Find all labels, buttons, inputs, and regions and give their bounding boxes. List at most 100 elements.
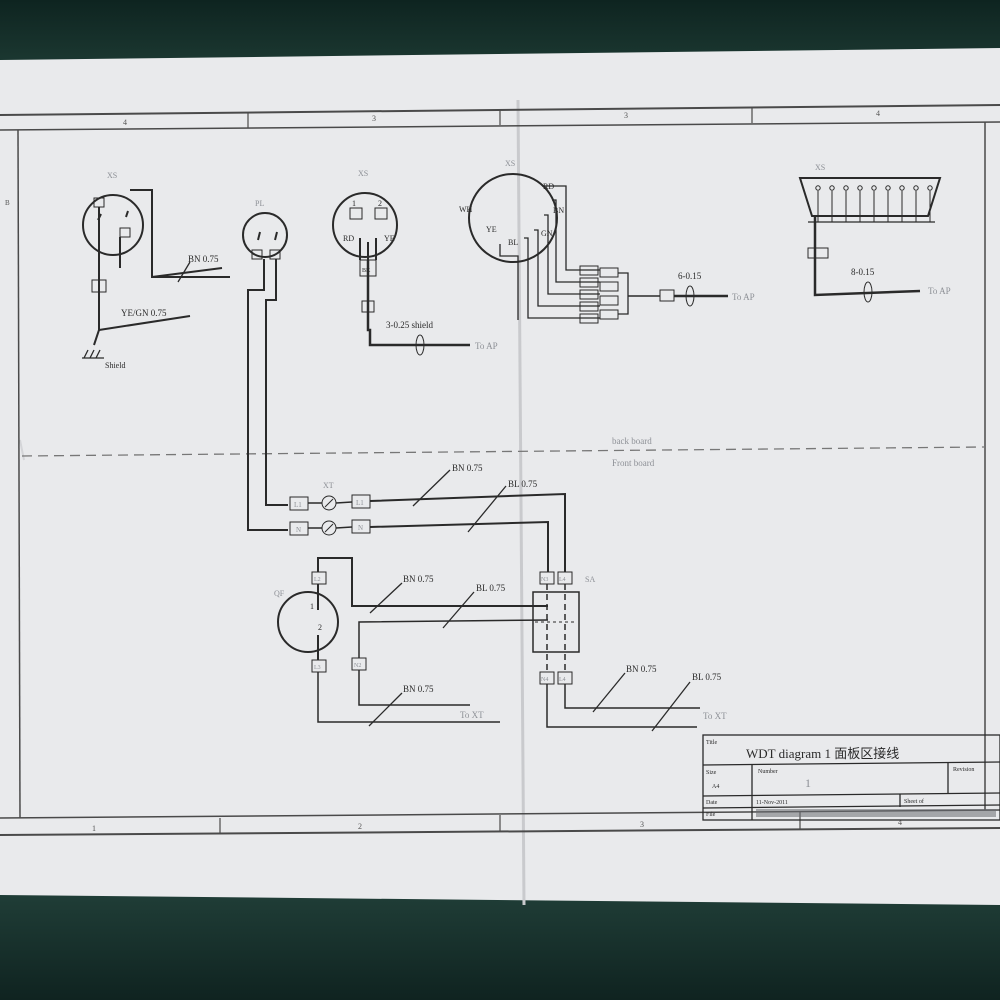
sa-switch <box>532 571 700 728</box>
bl075-label-a: BL 0.75 <box>508 479 538 489</box>
xs5-gn: GN <box>541 229 553 238</box>
to-ap-label-3: To AP <box>928 286 951 296</box>
xs5-wh: WH <box>459 205 473 214</box>
bl075-tick-c <box>651 681 691 732</box>
bn075-label-a: BN 0.75 <box>188 254 219 264</box>
xs-mid-connector <box>332 192 470 356</box>
six015-label: 6-0.15 <box>678 271 702 281</box>
bn075-tick-c <box>369 582 403 614</box>
bl075-label-c: BL 0.75 <box>692 672 722 682</box>
xs-mid-bk: BK <box>362 268 371 274</box>
to-xt-label-1: To XT <box>460 710 484 720</box>
term-l1-left: L1 <box>294 501 302 509</box>
back-board-label: back board <box>612 436 652 446</box>
file-path-smudge <box>756 809 996 817</box>
term-n4: N4 <box>541 677 548 683</box>
xs-left-pe-terminal <box>91 279 107 293</box>
bn075-tick-b <box>412 469 451 507</box>
xs5-bl: BL <box>508 238 518 247</box>
term-l2: L2 <box>314 577 321 583</box>
dsub-pin <box>857 185 863 191</box>
term-n-left: N <box>296 526 301 534</box>
sa-label: SA <box>585 575 595 584</box>
dsub-pin <box>843 185 849 191</box>
size-label: Size <box>706 770 717 776</box>
bn075-tick-a <box>177 261 191 283</box>
to-ap-label-1: To AP <box>475 341 498 351</box>
dsub-pin <box>871 185 877 191</box>
bl075-tick-a <box>467 485 507 533</box>
dsub-pin <box>927 185 933 191</box>
title-block <box>702 734 1000 821</box>
zone-top-1: 4 <box>123 118 127 127</box>
zone-top-4: 4 <box>876 109 880 118</box>
shield-ground-symbol <box>82 349 104 359</box>
bn075-label-d: BN 0.75 <box>403 684 434 694</box>
size-value: A4 <box>712 784 719 790</box>
xs-dsub-connector <box>798 177 942 303</box>
xt-terminal-block <box>289 492 566 572</box>
bn075-tick-e <box>592 672 626 713</box>
dsub-pin <box>885 185 891 191</box>
paper-fold <box>516 99 526 906</box>
xs-mid-rd: RD <box>343 234 354 243</box>
xs5-ye: YE <box>486 225 497 234</box>
title-label: Title <box>706 740 717 746</box>
sheet-label: Sheet of <box>904 798 924 805</box>
term-n3: N3 <box>541 577 548 583</box>
number-value: 1 <box>805 776 811 790</box>
zone-bottom-2: 2 <box>358 822 362 831</box>
board-separator <box>21 446 986 457</box>
zone-top-3: 3 <box>624 111 628 120</box>
file-label: File <box>706 812 716 818</box>
xs-mid-label: XS <box>358 169 368 178</box>
shield-label: Shield <box>105 361 125 370</box>
zone-bottom-3: 3 <box>640 820 644 829</box>
xs5-bn: BN <box>553 206 564 215</box>
revision-label: Revision <box>953 767 974 773</box>
date-value: 11-Nov-2011 <box>756 800 788 806</box>
zone-left-b: B <box>5 199 10 207</box>
paper-fold-left <box>19 439 25 461</box>
bn075-label-e: BN 0.75 <box>626 664 657 674</box>
xs-mid-pin1: 1 <box>352 199 356 208</box>
number-label: Number <box>758 769 778 775</box>
pl-lamp <box>242 212 288 260</box>
xs5-rd: RD <box>543 182 554 191</box>
bl075-tick-b <box>442 591 475 629</box>
term-l3: L3 <box>314 665 321 671</box>
front-board-label: Front board <box>612 458 655 468</box>
qf-pin2: 2 <box>318 623 322 632</box>
xs-left-wires <box>93 189 288 531</box>
xt-label: XT <box>323 481 334 490</box>
xs-mid-ye: YE <box>384 234 395 243</box>
pl-label: PL <box>255 199 264 208</box>
zone-bottom-4: 4 <box>898 818 902 827</box>
qf-label: QF <box>274 589 285 598</box>
bn075-label-c: BN 0.75 <box>403 574 434 584</box>
qf-breaker <box>277 557 549 723</box>
bl075-label-b: BL 0.75 <box>476 583 506 593</box>
term-n2: N2 <box>354 663 361 669</box>
term-l4: L4 <box>559 577 566 583</box>
dsub-pin <box>899 185 905 191</box>
dsub-pin <box>815 185 821 191</box>
term-l1-right: L1 <box>356 499 364 507</box>
dsub-pins <box>815 185 933 222</box>
eight015-label: 8-0.15 <box>851 267 875 277</box>
to-ap-label-2: To AP <box>732 292 755 302</box>
bn075-tick-d <box>368 692 403 727</box>
dsub-pin <box>829 185 835 191</box>
bn075-label-b: BN 0.75 <box>452 463 483 473</box>
xs-dsub-label: XS <box>815 163 825 172</box>
qf-pin1: 1 <box>310 602 314 611</box>
yegn075-label: YE/GN 0.75 <box>121 308 167 318</box>
zone-top-2: 3 <box>372 114 376 123</box>
xs-5pin-label: XS <box>505 159 515 168</box>
xs-5pin-connector <box>468 173 728 324</box>
dsub-pin <box>913 185 919 191</box>
diagram-title: WDT diagram 1 面板区接线 <box>746 746 899 761</box>
term-n-right: N <box>358 524 363 532</box>
xs-mid-pin2: 2 <box>378 199 382 208</box>
